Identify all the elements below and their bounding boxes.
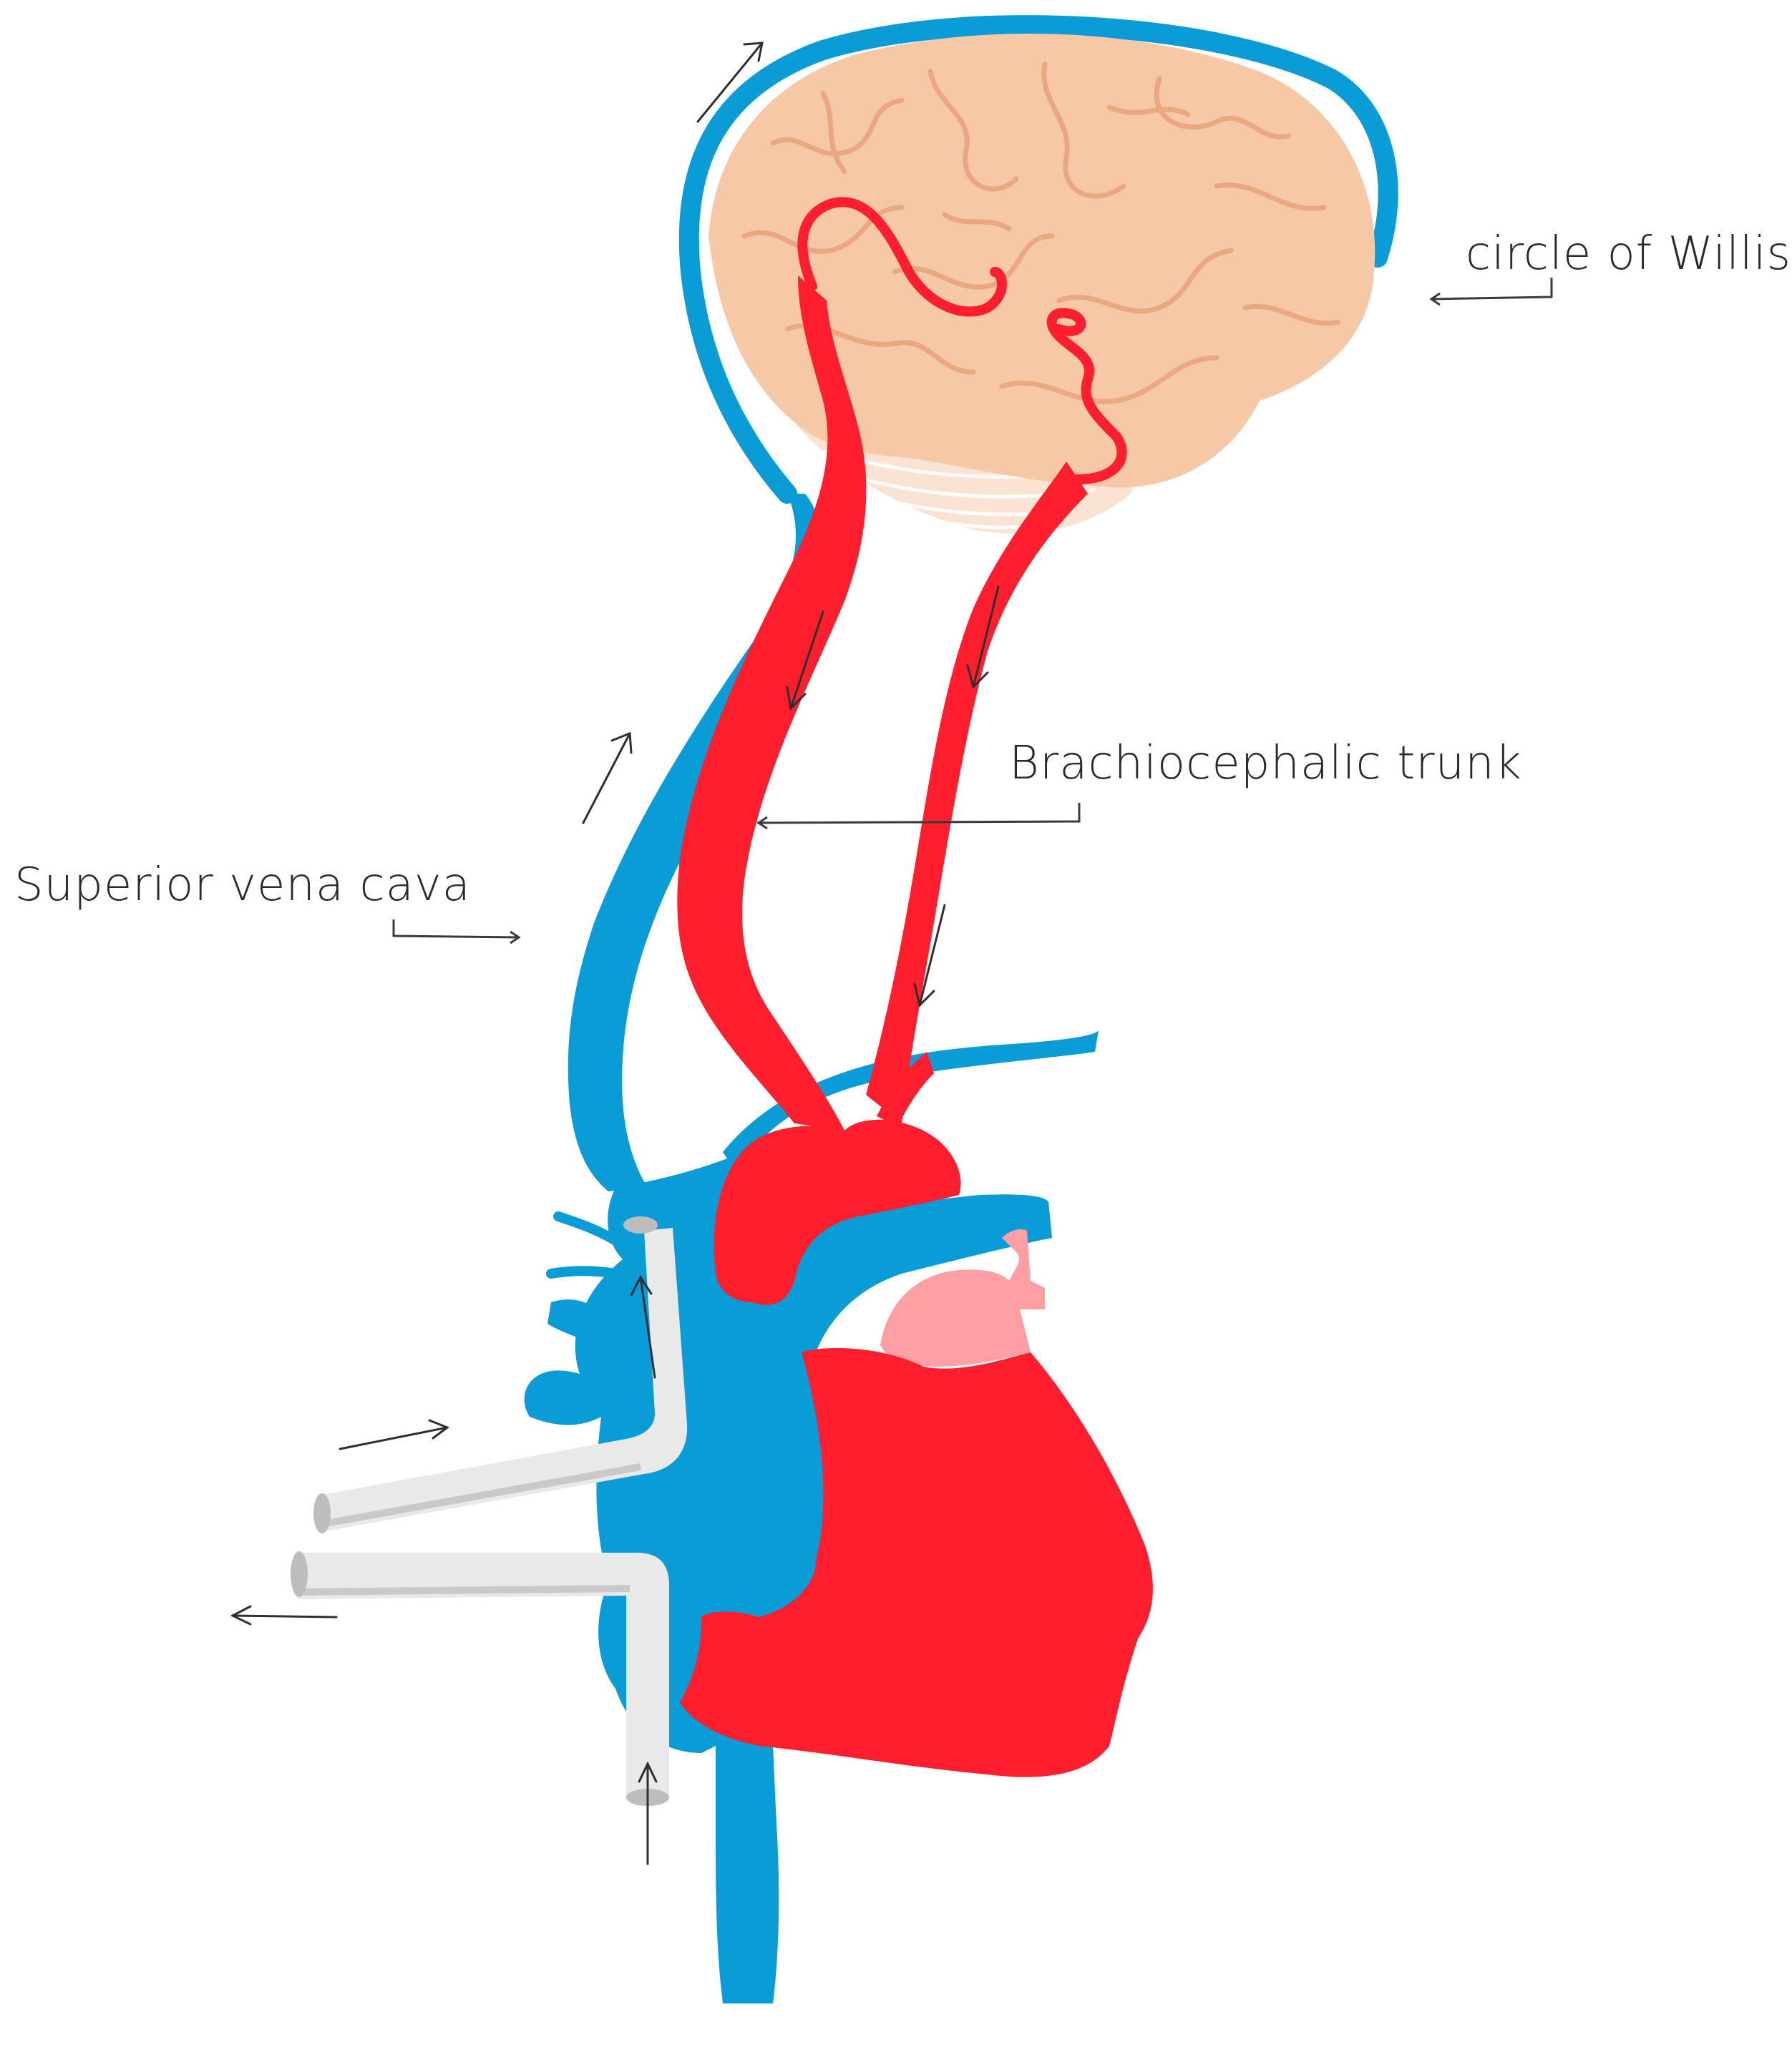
arrow-up-cannula bbox=[630, 1275, 656, 1379]
cerebrum bbox=[708, 34, 1375, 488]
left-carotid-artery bbox=[866, 462, 1088, 1123]
pulmonary-trunk bbox=[880, 1229, 1045, 1367]
small-vein-branches bbox=[546, 1211, 628, 1279]
left-carotid-loop bbox=[1046, 308, 1127, 484]
leader-arrowheads bbox=[510, 292, 1441, 944]
arrow-left-out bbox=[230, 1605, 338, 1626]
leader-circle-of-willis bbox=[1431, 278, 1553, 301]
flow-arrows bbox=[230, 42, 1000, 1865]
vein-stub bbox=[547, 1299, 601, 1345]
leader-brachiocephalic bbox=[758, 803, 1081, 824]
leader-lines bbox=[392, 278, 1553, 939]
arrow-down-left-1 bbox=[786, 610, 824, 711]
aortic-arch bbox=[714, 1120, 961, 1305]
arrow-down-left-3 bbox=[913, 904, 946, 1007]
brain bbox=[678, 15, 1398, 534]
arrow-right-in bbox=[339, 1419, 450, 1450]
cannula-upper bbox=[313, 1216, 688, 1533]
heart-ventricles bbox=[680, 1348, 1153, 1777]
label-superior-vena-cava: Superior vena cava bbox=[14, 859, 471, 912]
pulmonary-vein-branch bbox=[759, 1194, 1052, 1288]
arrow-down-left-2 bbox=[966, 585, 1000, 689]
label-circle-of-willis: circle of Willis bbox=[1466, 228, 1791, 280]
label-brachiocephalic-trunk: Brachiocephalic trunk bbox=[1009, 737, 1522, 790]
arrow-up-bottom bbox=[638, 1761, 658, 1865]
dural-sinus-vein bbox=[678, 15, 1398, 504]
right-carotid-loop bbox=[797, 197, 1007, 317]
arrow-up-right-top bbox=[696, 42, 764, 123]
arrow-up-right-svc bbox=[582, 731, 633, 824]
leader-superior-vena-cava bbox=[392, 919, 520, 939]
cannula-lower bbox=[291, 1551, 669, 1806]
brachiocephalic-trunk bbox=[677, 275, 867, 1131]
